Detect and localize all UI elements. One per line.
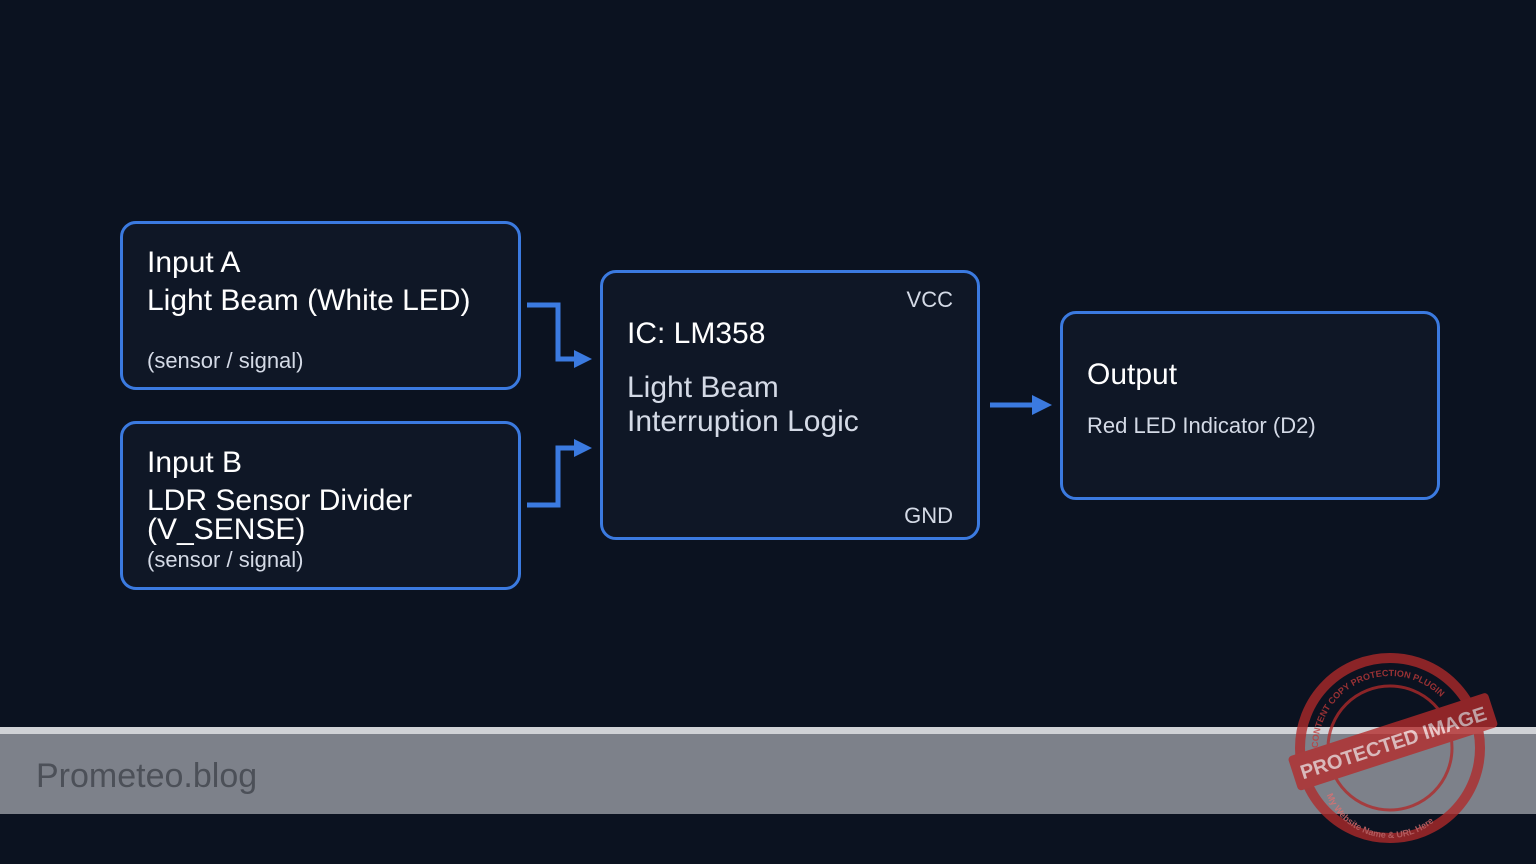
stamp-outer-ring: [1295, 653, 1485, 843]
input-b-name-line2: (V_SENSE): [147, 513, 306, 546]
footer-brand: Prometeo.blog: [36, 757, 258, 795]
ic-function-line2: Interruption Logic: [627, 405, 859, 438]
input-b-note: (sensor / signal): [147, 547, 304, 572]
ic-function-line1: Light Beam: [627, 371, 779, 404]
input-b-title: Input B: [147, 446, 243, 479]
stamp-bottom-text: My Website Name & URL Here: [1325, 792, 1435, 840]
input-a-title: Input A: [147, 246, 241, 279]
vcc-pin-label: VCC: [906, 287, 953, 312]
arrowhead-input-b: [574, 439, 592, 457]
input-b-block: Input B LDR Sensor Divider (V_SENSE) (se…: [120, 421, 521, 590]
footer-bar: [0, 734, 1536, 814]
arrowhead-input-a: [574, 350, 592, 368]
input-a-block: Input A Light Beam (White LED) (sensor /…: [120, 221, 521, 390]
output-title: Output: [1087, 358, 1178, 391]
input-a-note: (sensor / signal): [147, 348, 304, 373]
arrow-input-b-to-ic: [527, 445, 578, 508]
gnd-pin-label: GND: [904, 503, 953, 528]
ic-title: IC: LM358: [627, 317, 766, 350]
ic-block: VCC IC: LM358 Light Beam Interruption Lo…: [600, 270, 980, 540]
input-b-name-line1: LDR Sensor Divider: [147, 484, 413, 517]
arrow-input-a-to-ic: [527, 302, 578, 362]
stamp-banner: [1288, 693, 1498, 791]
output-block: Output Red LED Indicator (D2): [1060, 311, 1440, 500]
input-a-name: Light Beam (White LED): [147, 284, 471, 317]
output-detail: Red LED Indicator (D2): [1087, 413, 1316, 438]
arrowhead-output: [1032, 395, 1052, 415]
footer-divider: [0, 727, 1536, 734]
